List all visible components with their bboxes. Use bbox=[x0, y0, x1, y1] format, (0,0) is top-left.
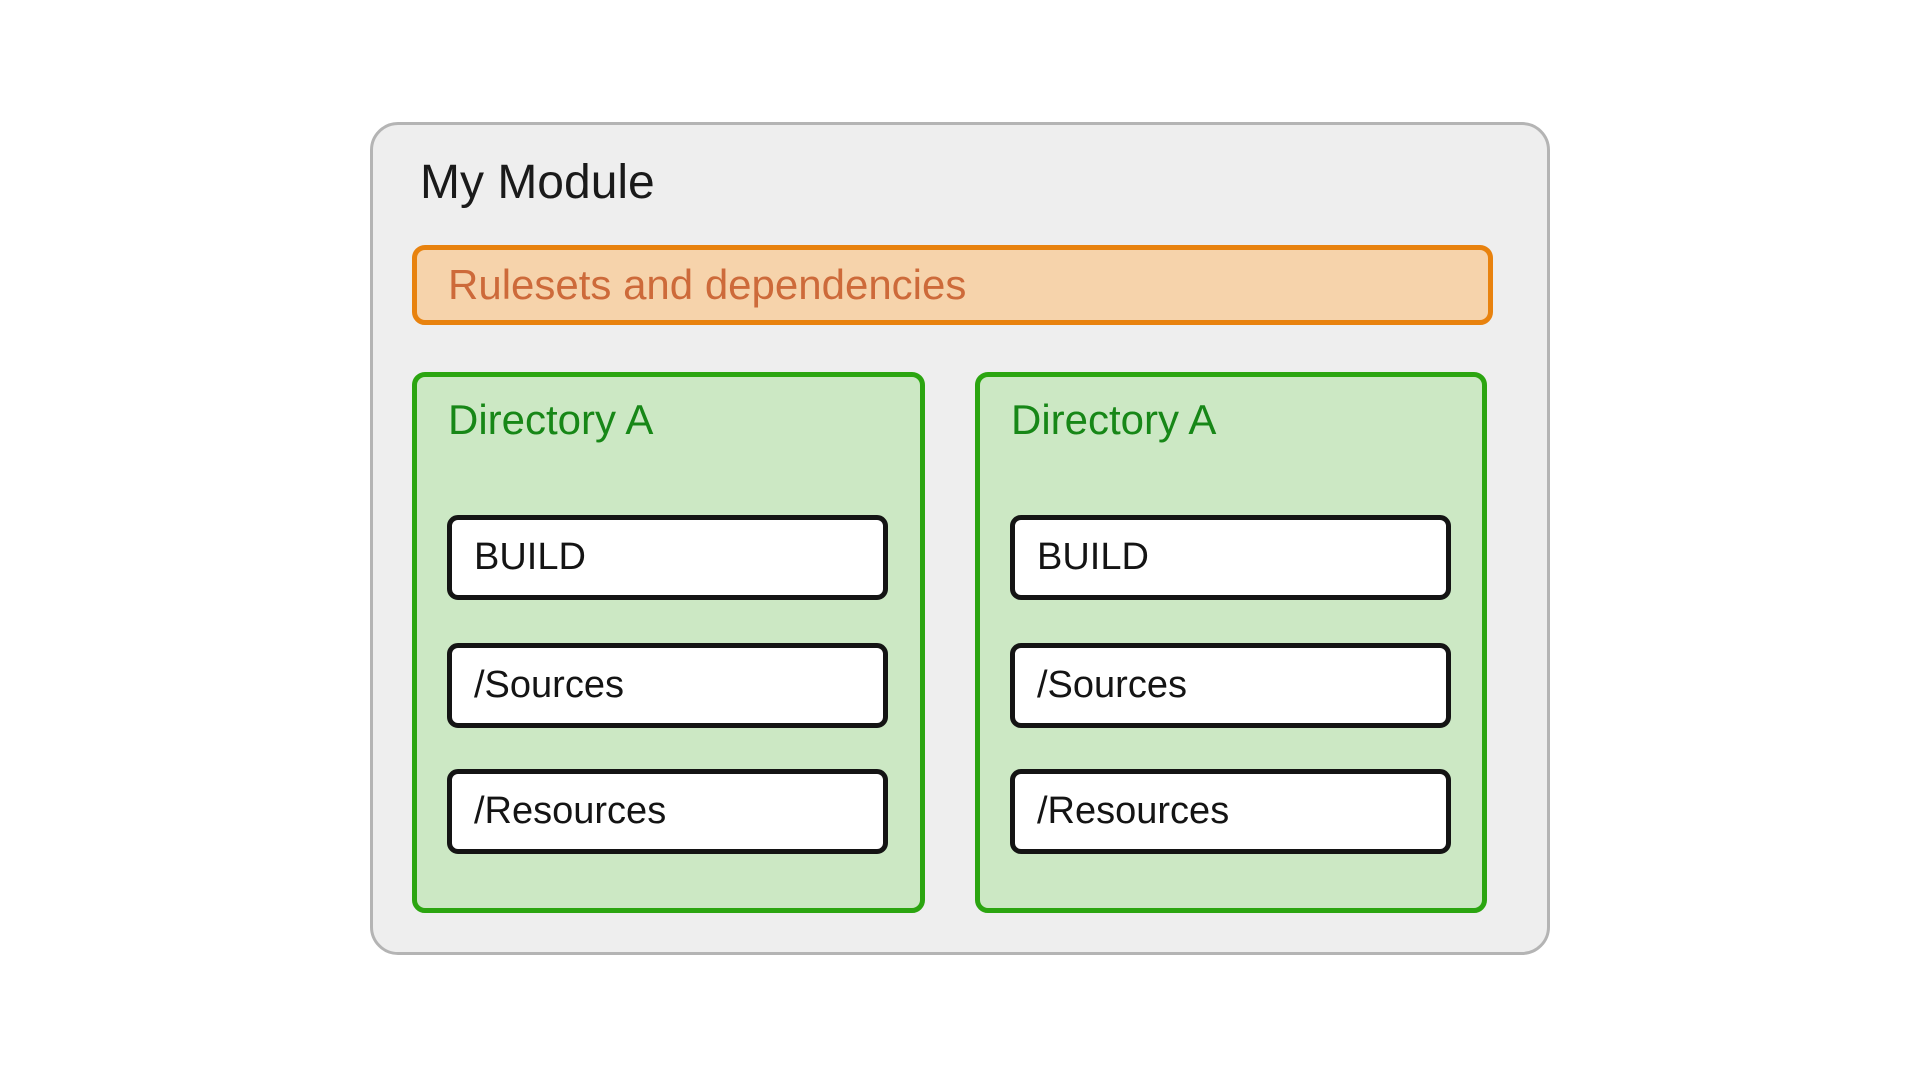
sources-folder-label: /Sources bbox=[474, 664, 624, 706]
module-container: My Module Rulesets and dependencies Dire… bbox=[370, 122, 1550, 955]
build-file-box: BUILD bbox=[447, 515, 888, 600]
resources-folder-box: /Resources bbox=[447, 769, 888, 854]
resources-folder-box: /Resources bbox=[1010, 769, 1451, 854]
sources-folder-box: /Sources bbox=[447, 643, 888, 728]
directory-card-left: Directory A BUILD /Sources /Resources bbox=[412, 372, 925, 913]
module-title: My Module bbox=[420, 156, 655, 209]
directory-title: Directory A bbox=[1011, 396, 1217, 443]
rulesets-label: Rulesets and dependencies bbox=[448, 261, 967, 308]
build-file-label: BUILD bbox=[474, 536, 586, 578]
resources-folder-label: /Resources bbox=[1037, 790, 1230, 832]
sources-folder-label: /Sources bbox=[1037, 664, 1187, 706]
build-file-box: BUILD bbox=[1010, 515, 1451, 600]
sources-folder-box: /Sources bbox=[1010, 643, 1451, 728]
rulesets-box: Rulesets and dependencies bbox=[412, 245, 1493, 325]
directory-card-right: Directory A BUILD /Sources /Resources bbox=[975, 372, 1487, 913]
resources-folder-label: /Resources bbox=[474, 790, 667, 832]
build-file-label: BUILD bbox=[1037, 536, 1149, 578]
directory-title: Directory A bbox=[448, 396, 654, 443]
